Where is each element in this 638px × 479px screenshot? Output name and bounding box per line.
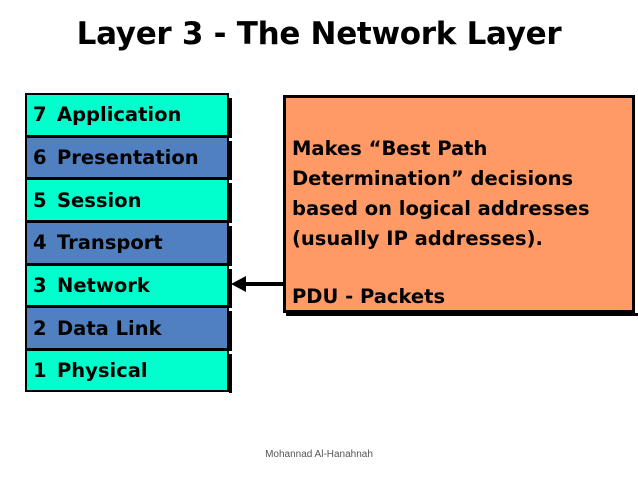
layer-7-application: 7 Application [25,93,232,138]
layer-label: Transport [57,231,163,255]
layer-4-transport: 4 Transport [25,221,232,266]
layer-number: 5 [33,188,47,212]
network-layer-description: Makes “Best Path Determination” decision… [283,95,638,316]
pointer-arrow-icon [231,276,283,292]
layer-5-session: 5 Session [25,178,232,223]
layer-3-network: 3 Network [25,263,232,309]
layer-label: Application [57,103,182,127]
layer-label: Physical [57,358,148,382]
layer-label: Network [57,274,150,298]
description-text: Makes “Best Path Determination” decision… [292,137,590,250]
layer-number: 4 [33,231,47,255]
layer-label: Presentation [57,146,199,170]
layer-1-physical: 1 Physical [25,349,232,393]
layer-number: 7 [33,103,47,127]
pdu-text: PDU - Packets [292,285,446,308]
layer-label: Data Link [57,316,162,340]
layer-label: Session [57,188,142,212]
layer-number: 6 [33,146,47,170]
layer-6-presentation: 6 Presentation [25,135,232,181]
layer-number: 3 [33,274,47,298]
layer-number: 2 [33,316,47,340]
slide-title: Layer 3 - The Network Layer [76,16,562,52]
layer-2-data-link: 2 Data Link [25,306,232,351]
layer-number: 1 [33,358,47,382]
author-footer: Mohannad Al-Hanahnah [265,449,373,460]
osi-layer-stack: 7 Application 6 Presentation 5 Session 4… [25,93,232,393]
